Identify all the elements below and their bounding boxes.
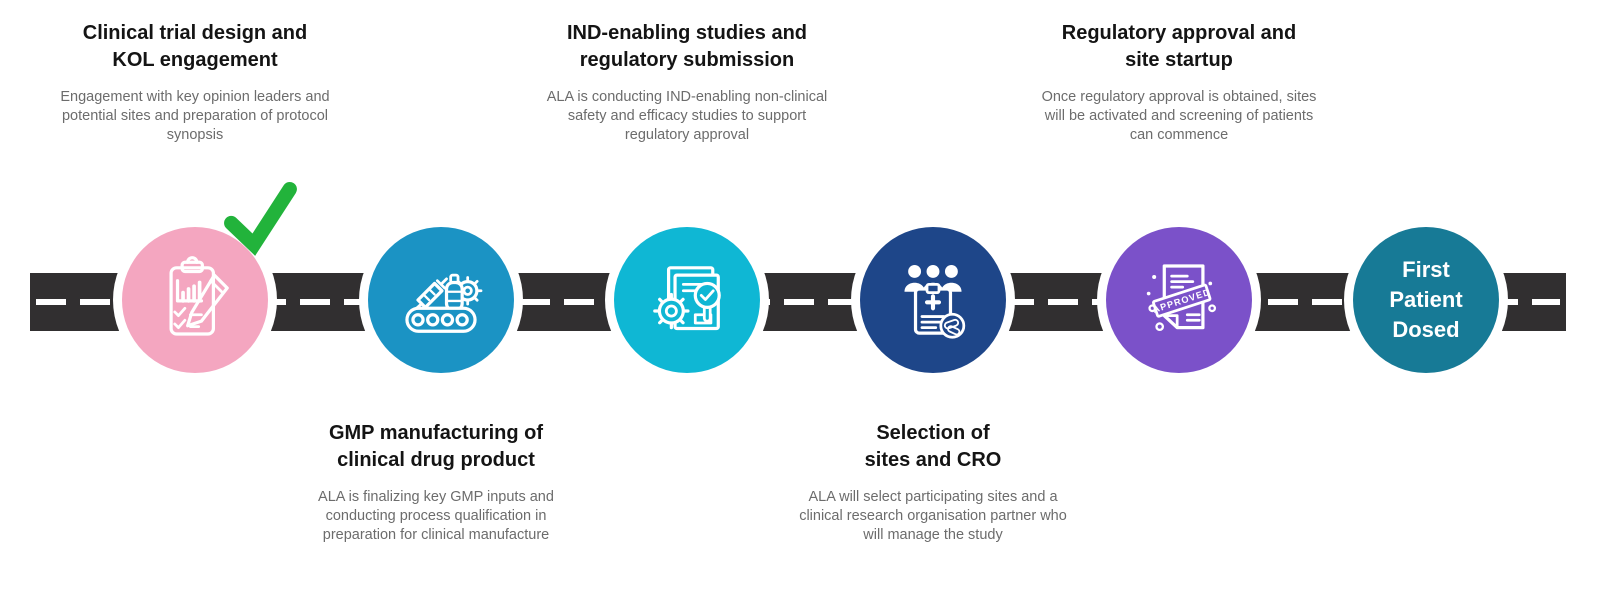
manufacturing-conveyor-icon [405,273,483,333]
stage-label-ind-enabling-studies: IND-enabling studies and regulatory subm… [517,20,857,145]
stage-title-line: clinical drug product [337,449,535,471]
stage-title-line: site startup [1125,49,1233,71]
first-patient-dosed-text: First Patient Dosed [1389,257,1463,342]
stage-description: ALA is conducting IND-enabling non-clini… [546,89,828,143]
stage-circle-regulatory-approval: APPROVED [1106,227,1252,373]
clipboard-chart-pencil-icon [169,256,229,336]
stage-circle-ind-enabling-studies [614,227,760,373]
stage-title-line: Selection of [876,422,990,444]
stage-title-line: GMP manufacturing of [328,422,544,444]
stage-description: ALA is finalizing key GMP inputs and con… [318,489,554,543]
stage-description: Engagement with key opinion leaders and … [60,89,330,143]
stage-title-line: regulatory submission [579,49,795,71]
stage-description: Once regulatory approval is obtained, si… [1041,89,1317,143]
stage-title-line: KOL engagement [112,49,278,71]
stage-label-gmp-manufacturing: GMP manufacturing of clinical drug produ… [266,420,606,545]
approved-document-icon: APPROVED [1146,264,1217,332]
road-timeline [30,273,1566,331]
completed-check-icon [224,182,297,256]
documents-gear-magnifier-icon [653,266,721,331]
stage-circle-first-patient-dosed: First Patient Dosed [1353,227,1499,373]
stage-title-line: Clinical trial design and [82,22,308,44]
team-clipboard-medical-icon [904,265,966,339]
stage-label-regulatory-approval: Regulatory approval and site startup Onc… [1009,20,1349,145]
road-center-dashes [36,299,1560,305]
stage-title: IND-enabling studies and regulatory subm… [517,20,857,74]
stage-title-line: Regulatory approval and [1061,22,1297,44]
stage-title: Clinical trial design and KOL engagement [25,20,365,74]
stage-label-site-cro-selection: Selection of sites and CRO ALA will sele… [763,420,1103,545]
stage-label-clinical-trial-design: Clinical trial design and KOL engagement… [25,20,365,145]
stage-title: Regulatory approval and site startup [1009,20,1349,74]
stage-circle-gmp-manufacturing [368,227,514,373]
stage-title-line: sites and CRO [864,449,1002,471]
stage-circle-clinical-trial-design [122,227,268,373]
stage-title: GMP manufacturing of clinical drug produ… [266,420,606,474]
stage-description: ALA will select participating sites and … [799,489,1067,543]
stage-title: Selection of sites and CRO [763,420,1103,474]
stage-title-line: IND-enabling studies and [566,22,808,44]
stage-circle-site-cro-selection [860,227,1006,373]
